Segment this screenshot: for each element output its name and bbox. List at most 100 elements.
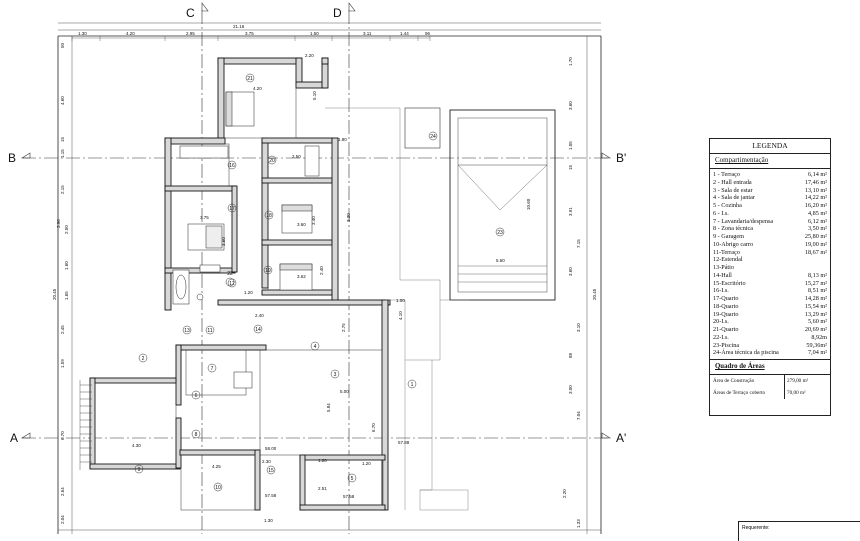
svg-text:15: 15 (268, 468, 274, 474)
legend-item-label: 6 - I.s. (713, 209, 729, 217)
bath-fixtures (172, 145, 320, 389)
stairs (79, 380, 92, 470)
svg-text:B: B (8, 151, 16, 165)
svg-text:2.40: 2.40 (255, 313, 264, 318)
legend-item-label: 7 - Lavandaria/despensa (713, 217, 774, 225)
legend-item-area: 18,67 m² (804, 248, 827, 256)
legend-item-area: 59,36m² (806, 341, 827, 349)
svg-text:57.58: 57.58 (343, 494, 355, 499)
pool (404, 107, 556, 301)
room-number-6: 6 (191, 390, 201, 400)
section-marker-b-left: B (8, 151, 31, 165)
svg-text:3.10: 3.10 (576, 323, 581, 332)
svg-text:3.00: 3.00 (568, 385, 573, 394)
svg-text:4.20: 4.20 (126, 31, 135, 36)
svg-text:3.75: 3.75 (245, 31, 254, 36)
svg-text:4.10: 4.10 (398, 311, 403, 320)
room-number-16: 16 (227, 160, 237, 170)
svg-text:19: 19 (265, 268, 271, 274)
svg-text:2.64: 2.64 (60, 487, 65, 496)
legend-item-label: 4 - Sala de jantar (713, 194, 755, 202)
areas-label: Área de Construção (713, 378, 755, 384)
legend-item-area: 5,60 m² (807, 318, 827, 326)
svg-text:2: 2 (142, 356, 145, 362)
svg-text:1.70: 1.70 (568, 57, 573, 66)
legend-item: 22-I.s.8,92m (713, 334, 827, 342)
legend-item-area: 15,27 m² (804, 279, 827, 287)
svg-text:2.20: 2.20 (562, 489, 567, 498)
legend-item: 13-Pátio (713, 264, 827, 272)
legend-item: 23-Piscina 59,36m² (713, 342, 827, 350)
svg-text:13: 13 (184, 328, 190, 334)
svg-text:4.60: 4.60 (60, 96, 65, 105)
legend-item-label: 18-Quarto (713, 302, 739, 310)
svg-text:B': B' (616, 151, 626, 165)
legend-item-label: 24-Área técnica da piscina (713, 349, 779, 357)
requerente-box: Requerente: (738, 521, 860, 541)
legend-item-label: 17-Quarto (713, 295, 739, 302)
svg-text:16: 16 (229, 163, 235, 169)
room-number-3: 3 (330, 369, 340, 379)
svg-text:3: 3 (334, 372, 337, 378)
svg-text:88: 88 (568, 352, 573, 358)
room-number-10: 10 (213, 482, 223, 492)
svg-text:2.45: 2.45 (60, 325, 65, 334)
section-marker-c: C (186, 2, 209, 20)
svg-text:15: 15 (60, 136, 65, 142)
legend-item-label: 2 - Hall entrada (713, 178, 752, 186)
svg-text:2.50: 2.50 (64, 225, 69, 234)
pool-basin (457, 117, 548, 293)
svg-text:3.60: 3.60 (221, 237, 226, 246)
svg-text:12: 12 (229, 281, 235, 287)
room-number-22: 22 (225, 271, 235, 287)
room-number-21: 21 (245, 73, 255, 83)
svg-text:3.91: 3.91 (568, 207, 573, 216)
svg-text:50: 50 (60, 42, 65, 48)
svg-text:2.30: 2.30 (262, 459, 271, 464)
svg-text:58.00: 58.00 (265, 446, 277, 451)
svg-text:1.05: 1.05 (568, 141, 573, 150)
svg-text:22: 22 (227, 271, 233, 277)
svg-text:5.00: 5.00 (340, 389, 349, 394)
svg-text:A: A (10, 431, 18, 445)
legend-item-label: 16-I.s. (713, 287, 729, 295)
legend-item: 16-I.s. 8,51 m² (713, 287, 827, 295)
svg-text:1: 1 (411, 382, 414, 388)
room-number-7: 7 (207, 363, 217, 373)
svg-text:4.25: 4.25 (212, 464, 221, 469)
areas-title: Quadro de Áreas (710, 360, 830, 375)
legend-item-area: 6,14 m² (807, 171, 827, 178)
legend-item-area: 8,51 m² (807, 287, 827, 295)
svg-text:21.16: 21.16 (233, 24, 245, 29)
svg-text:2.50: 2.50 (292, 154, 301, 159)
areas-label: Áreas de Terraço coberto (713, 390, 766, 396)
svg-text:1.60: 1.60 (64, 261, 69, 270)
legend-item-label: 3 - Sala de estar (713, 186, 753, 194)
legend-item-label: 23-Piscina (713, 341, 740, 349)
legend-item-area: 8,13 m² (807, 271, 827, 279)
legend-item-label: 21-Quarto (713, 326, 739, 333)
beds (187, 91, 313, 291)
legend-item-label: 20-I.s. (713, 318, 729, 326)
room-number-17: 17 (227, 203, 237, 213)
svg-text:1.50: 1.50 (310, 31, 319, 36)
svg-text:5.60: 5.60 (496, 258, 505, 263)
svg-text:6: 6 (195, 393, 198, 399)
room-number-8: 8 (191, 429, 201, 439)
room-number-11: 11 (205, 325, 215, 335)
svg-text:6.70: 6.70 (60, 431, 65, 440)
svg-text:10: 10 (215, 485, 221, 491)
legend-item: 20-I.s. 5,60 m² (713, 318, 827, 326)
svg-text:14: 14 (255, 327, 261, 333)
legend-item: 12-Estendal (713, 256, 827, 264)
svg-text:20.45: 20.45 (52, 288, 57, 300)
svg-text:1.80: 1.80 (338, 137, 347, 142)
section-marker-a-left: A (10, 431, 31, 445)
svg-text:20.45: 20.45 (592, 288, 597, 300)
